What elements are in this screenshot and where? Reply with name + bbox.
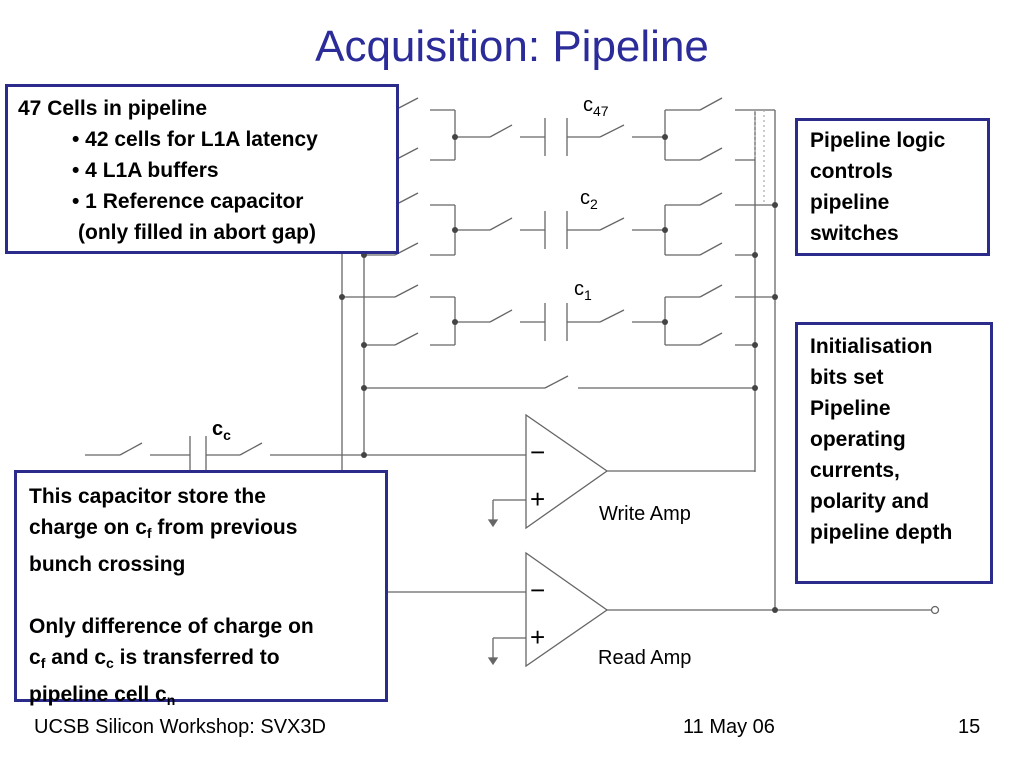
write-amp-label: Write Amp xyxy=(599,503,691,525)
input-cc-line xyxy=(85,436,526,472)
bullet-reference: • 1 Reference capacitor xyxy=(72,190,304,213)
footer-date: 11 May 06 xyxy=(683,716,775,738)
read-amp-minus: − xyxy=(530,575,546,605)
read-amp-label: Read Amp xyxy=(598,647,692,669)
pipeline-cells-box: 47 Cells in pipeline • 42 cells for L1A … xyxy=(5,84,399,254)
write-amp-plus: + xyxy=(530,484,546,514)
initialisation-box: Initialisation bits set Pipeline operati… xyxy=(795,322,993,584)
cap-line: bunch crossing xyxy=(29,553,186,576)
logic-line: Pipeline logic xyxy=(810,129,946,152)
init-line: bits set xyxy=(810,366,884,389)
read-amp-plus: + xyxy=(530,622,546,652)
logic-line: controls xyxy=(810,160,893,183)
row-c1 xyxy=(342,284,775,346)
init-line: operating xyxy=(810,428,906,451)
capacitor-label-c2: c2 xyxy=(580,187,598,212)
reference-note: (only filled in abort gap) xyxy=(78,221,316,244)
logic-line: pipeline xyxy=(810,191,890,214)
write-amp-symbol xyxy=(487,413,755,530)
reset-switch-row xyxy=(364,375,755,389)
capacitor-label-c1: c1 xyxy=(574,278,592,303)
logic-line: switches xyxy=(810,222,899,245)
footer-slide-number: 15 xyxy=(958,716,981,738)
cap-line: pipeline cell cn xyxy=(29,683,176,708)
pipeline-logic-box: Pipeline logic controls pipeline switche… xyxy=(795,118,990,256)
init-line: pipeline depth xyxy=(810,521,953,544)
bullet-buffers: • 4 L1A buffers xyxy=(72,159,219,182)
footer-workshop: UCSB Silicon Workshop: SVX3D xyxy=(34,716,326,738)
capacitor-label-cc: cc xyxy=(212,418,231,443)
pipeline-cells-heading: 47 Cells in pipeline xyxy=(18,97,208,120)
bullet-latency: • 42 cells for L1A latency xyxy=(72,128,318,151)
cap-line: This capacitor store the xyxy=(29,485,266,508)
slide-title: Acquisition: Pipeline xyxy=(315,22,709,71)
capacitor-note-box: This capacitor store the charge on cf fr… xyxy=(14,470,388,708)
init-line: Initialisation xyxy=(810,335,933,358)
row-c2 xyxy=(342,192,775,256)
cap-line: cf and cc is transferred to xyxy=(29,646,280,671)
cap-line: charge on cf from previous xyxy=(29,516,298,541)
init-line: currents, xyxy=(810,459,900,482)
init-line: polarity and xyxy=(810,490,930,513)
init-line: Pipeline xyxy=(810,397,891,420)
write-amp-minus: − xyxy=(530,437,546,467)
cap-line: Only difference of charge on xyxy=(29,615,314,638)
row-c47 xyxy=(342,97,775,161)
capacitor-label-c47: c47 xyxy=(583,94,609,119)
